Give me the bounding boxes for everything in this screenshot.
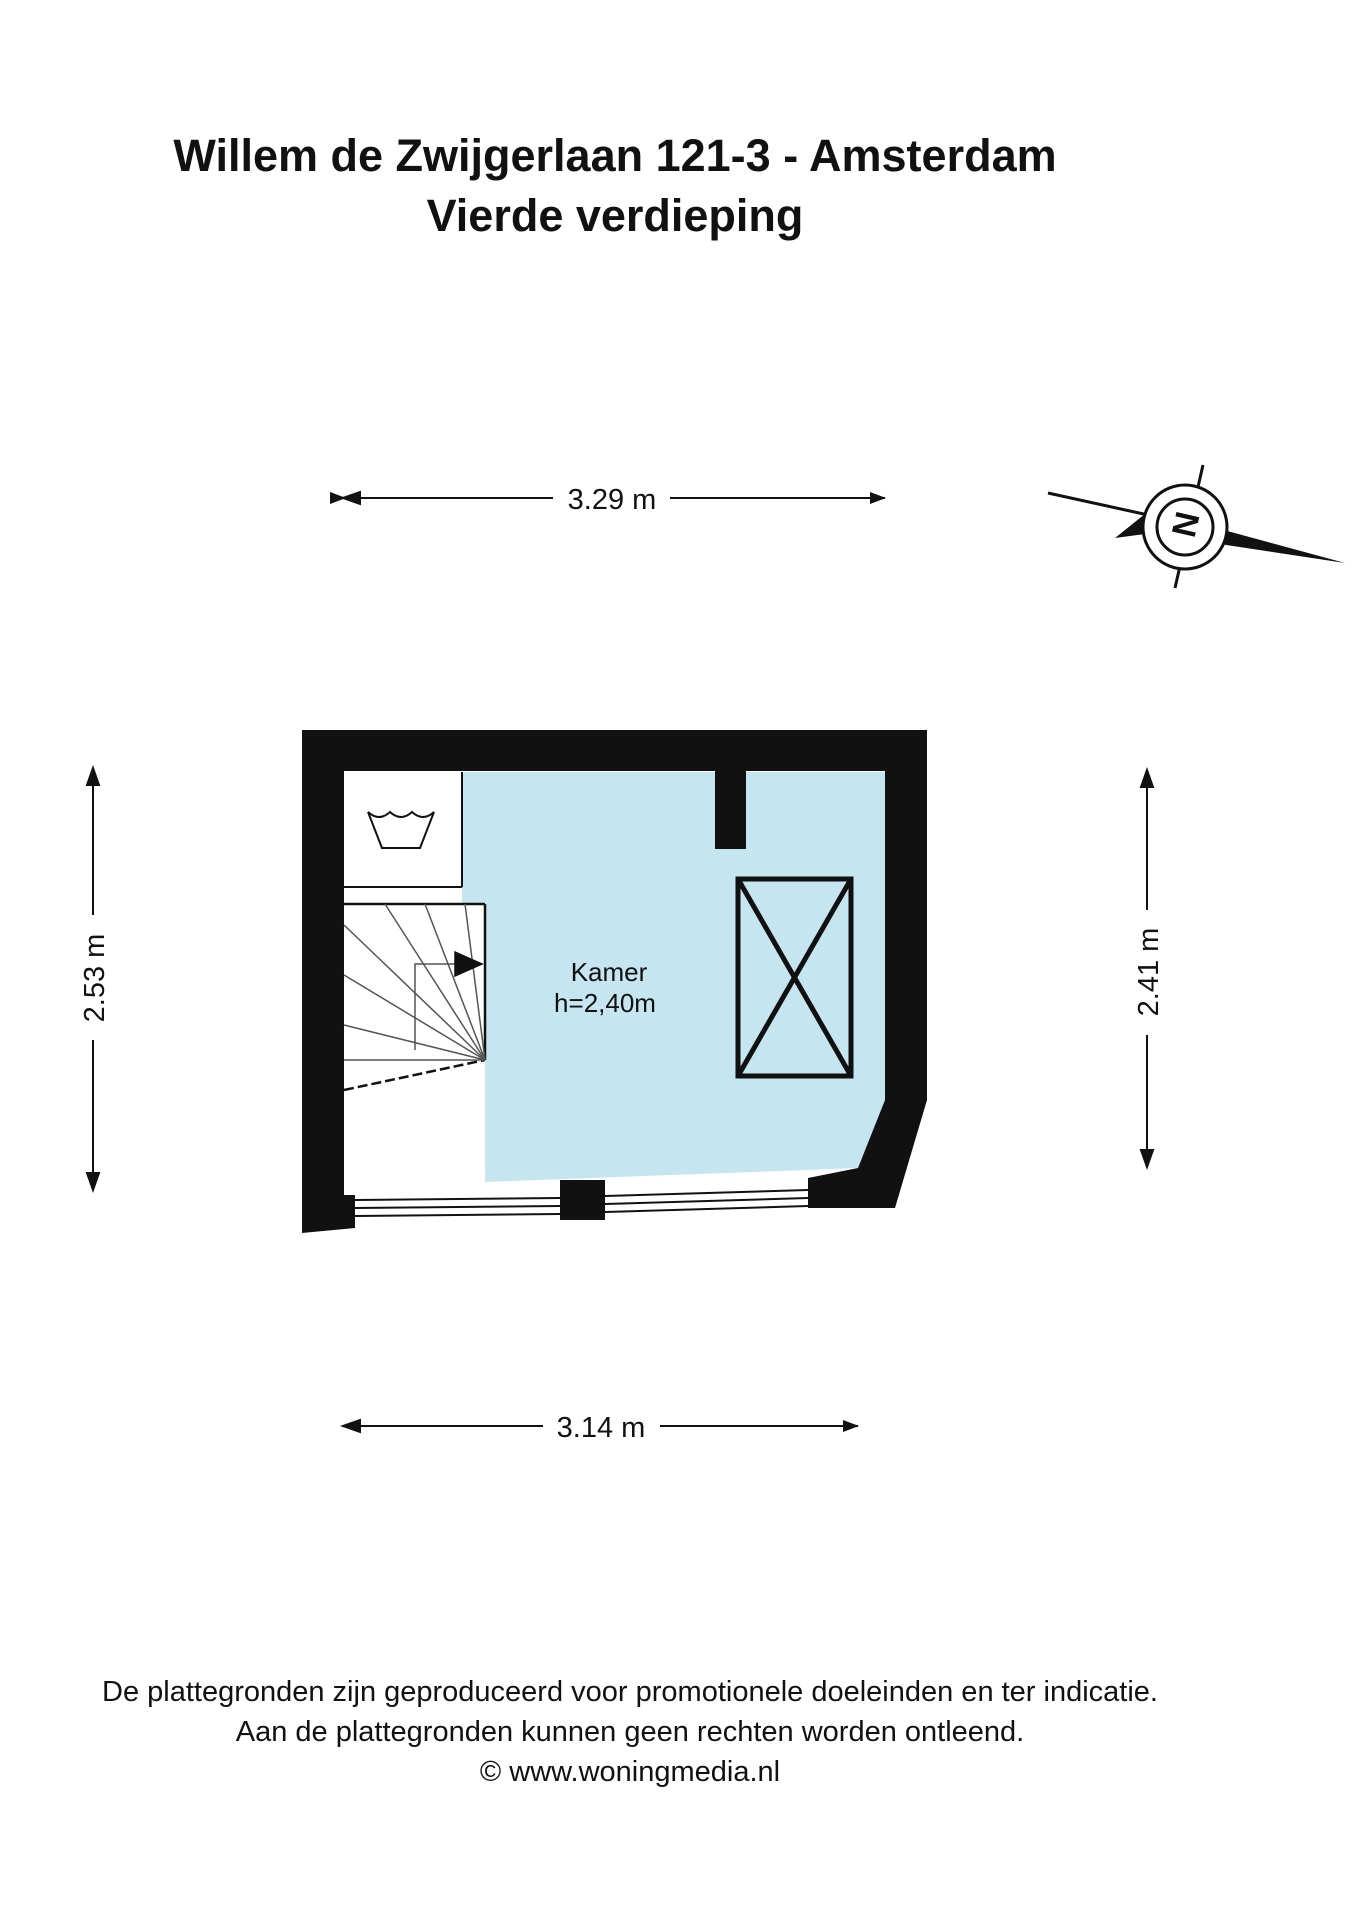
wall-outline: [302, 730, 927, 1233]
disclaimer-line-1: De plattegronden zijn geproduceerd voor …: [102, 1676, 1158, 1708]
window-bottom: [354, 1189, 809, 1217]
staircase-icon: [343, 902, 487, 1092]
wall-column: [715, 771, 746, 849]
dimension-bottom-label: 3.14 m: [557, 1412, 646, 1444]
dimension-right: [1139, 766, 1155, 1171]
room-area: [462, 772, 885, 1182]
floor-subtitle: Vierde verdieping: [426, 190, 804, 241]
dimension-right-label: 2.41 m: [1133, 928, 1165, 1017]
walls: [302, 730, 927, 1233]
dimension-left: [85, 764, 101, 1194]
wall-pier: [560, 1180, 605, 1220]
room-height: h=2,40m: [554, 988, 656, 1018]
copyright-line: © www.woningmedia.nl: [479, 1756, 781, 1788]
compass-icon: N: [1047, 464, 1345, 589]
disclaimer-line-2: Aan de plattegronden kunnen geen rechten…: [235, 1716, 1025, 1748]
plan-title: Willem de Zwijgerlaan 121-3 - Amsterdam: [173, 130, 1057, 181]
dimension-left-label: 2.53 m: [79, 934, 111, 1023]
room-name: Kamer: [571, 957, 648, 987]
dimension-top-label: 3.29 m: [568, 484, 657, 516]
dimension-top: [330, 490, 886, 506]
laundry-icon: [344, 772, 463, 888]
bed-icon: [735, 876, 854, 1079]
dimension-bottom: [339, 1418, 859, 1434]
